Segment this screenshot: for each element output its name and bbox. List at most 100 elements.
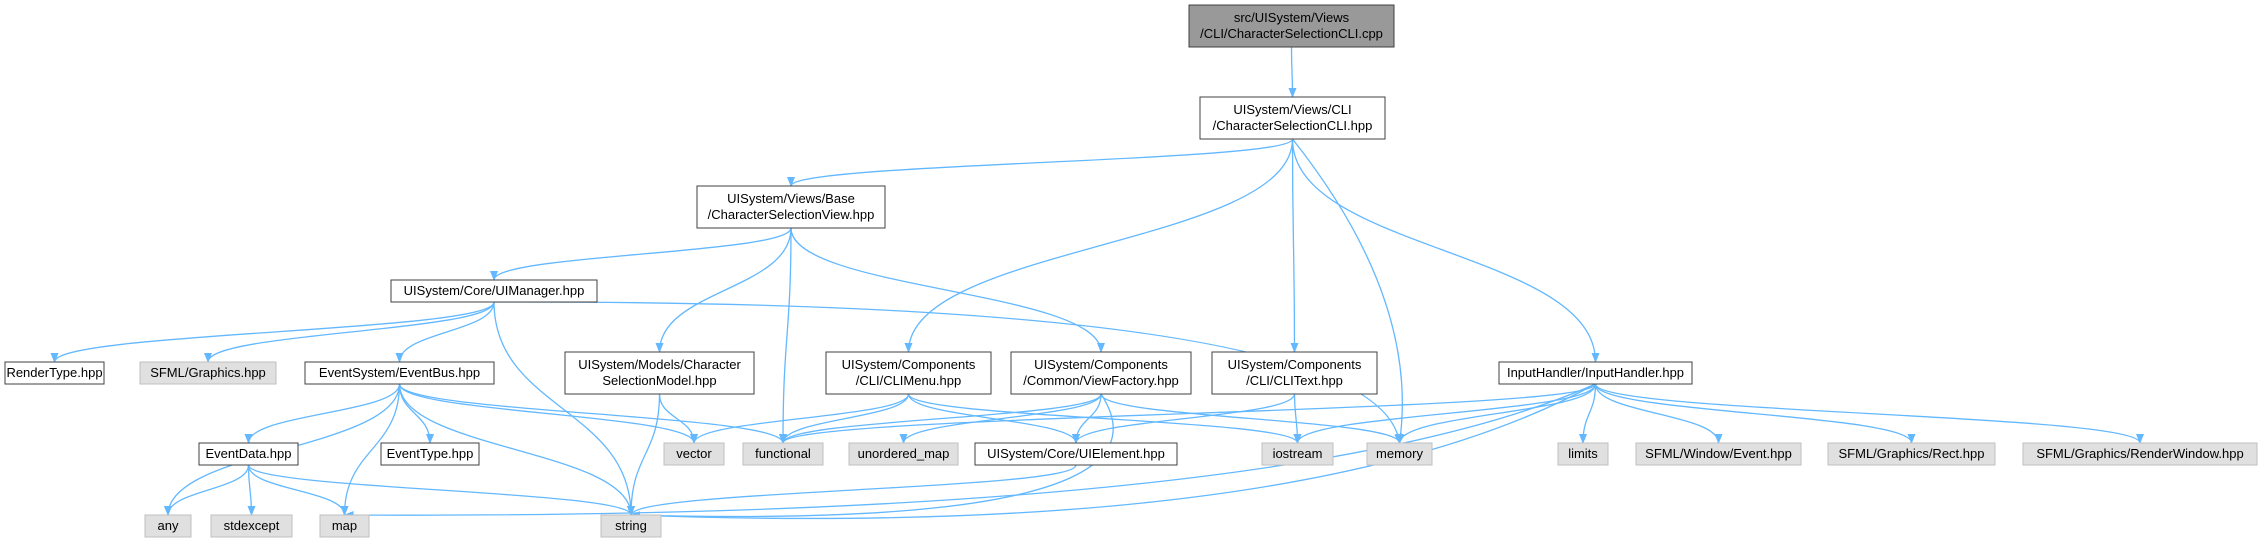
edge-line [490,227,792,281]
edge-line [204,301,495,363]
edge-line [907,393,1302,444]
node-csmodel[interactable]: UISystem/Models/CharacterSelectionModel.… [564,351,755,395]
node-label: stdexcept [224,518,280,533]
node-label: UISystem/Components [1228,357,1362,372]
node-label: UISystem/Views/CLI [1233,102,1351,117]
node-label: UISystem/Models/Character [578,357,741,372]
edge-line [343,383,1596,520]
node-box [742,442,824,466]
dependency-edge-climenu-to-iostream [907,393,1302,444]
edge-line [899,393,1102,444]
node-uielement[interactable]: UISystem/Core/UIElement.hpp [974,442,1178,466]
node-inputhandler[interactable]: InputHandler/InputHandler.hpp [1498,361,1693,385]
edge-line [493,301,635,516]
dependency-edge-uimanager-to-eventbus [395,301,495,363]
edge-line [904,138,1294,353]
edge-line [907,393,1080,444]
dependency-edge-csview-to-csmodel [655,227,792,353]
dependency-edge-inputhandler-to-string [630,383,1596,520]
dependency-edge-uimanager-to-memory [493,301,1403,444]
edge-line [658,393,698,444]
node-box [4,361,105,385]
node-clitext[interactable]: UISystem/Components/CLI/CLIText.hpp [1211,351,1378,395]
edge-line [1579,383,1597,444]
dependency-edge-clitext-to-uielement [1072,393,1296,444]
dependency-edge-cscli_hpp-to-climenu [904,138,1294,353]
edge-line [1100,393,1404,444]
node-box [139,361,277,385]
edge-line [779,227,792,444]
dependency-edge-root-to-cscli_hpp [1288,46,1297,98]
edge-line [395,301,495,363]
edge-line [1291,138,1600,363]
node-functional: functional [742,442,824,466]
node-box [319,514,370,538]
edge-line [1395,383,1597,444]
dependency-edge-viewfactory-to-functional [779,393,1102,444]
edge-line [247,464,256,516]
edge-line [244,383,401,444]
dependency-edge-eventbus-to-eventdata [244,383,401,444]
node-box [1211,351,1378,395]
edge-line [247,464,349,516]
edge-line [1594,383,1916,444]
dependency-edge-uielement-to-string [627,464,1077,516]
edge-line [790,227,1105,353]
dependency-edge-inputhandler-to-map [343,383,1596,520]
node-box [663,442,725,466]
node-cscli_hpp[interactable]: UISystem/Views/CLI/CharacterSelectionCLI… [1199,96,1386,140]
edge-line [398,383,635,516]
dependency-edge-eventbus-to-string [398,383,635,516]
node-label: UISystem/Components [1034,357,1168,372]
node-box [1010,351,1192,395]
nodes-layer: src/UISystem/Views/CLI/CharacterSelectio… [4,4,2258,538]
node-map: map [319,514,370,538]
edge-line [247,464,635,516]
node-eventtype[interactable]: EventType.hpp [380,442,480,466]
node-label: RenderType.hpp [6,365,102,380]
dependency-edge-inputhandler-to-functional [779,383,1597,444]
node-iostream: iostream [1261,442,1334,466]
node-memory: memory [1366,442,1433,466]
dependency-edge-eventbus-to-functional [398,383,787,444]
node-root[interactable]: src/UISystem/Views/CLI/CharacterSelectio… [1188,4,1395,48]
edge-line [164,464,250,516]
dependency-edge-uimanager-to-string [493,301,635,516]
node-csview[interactable]: UISystem/Views/Base/CharacterSelectionVi… [696,185,886,229]
node-label: /CLI/CharacterSelectionCLI.cpp [1200,26,1383,41]
dependency-edge-inputhandler-to-sfml_event [1594,383,1723,444]
node-eventdata[interactable]: EventData.hpp [198,442,299,466]
node-eventbus[interactable]: EventSystem/EventBus.hpp [304,361,495,385]
node-stdexcept: stdexcept [210,514,293,538]
node-box [390,279,598,303]
edge-line [1291,138,1405,444]
edges-layer [50,46,2144,520]
dependency-edge-cscli_hpp-to-clitext [1290,138,1299,353]
node-uimanager[interactable]: UISystem/Core/UIManager.hpp [390,279,598,303]
edge-line [779,393,910,444]
node-sfml_graphics: SFML/Graphics.hpp [139,361,277,385]
edge-line [340,383,401,516]
dependency-edge-cscli_hpp-to-memory [1291,138,1405,444]
node-rendertype[interactable]: RenderType.hpp [4,361,105,385]
node-climenu[interactable]: UISystem/Components/CLI/CLIMenu.hpp [825,351,992,395]
node-any: any [144,514,192,538]
dependency-edge-inputhandler-to-sfml_rect [1594,383,1916,444]
node-box [600,514,662,538]
dependency-edge-eventbus-to-vector [398,383,698,444]
dependency-edge-uimanager-to-sfml_graphics [204,301,495,363]
dependency-edge-inputhandler-to-sfml_rw [1594,383,2144,444]
node-label: /Common/ViewFactory.hpp [1023,373,1179,388]
edge-line [630,383,1596,520]
edge-line [1288,46,1297,98]
node-viewfactory[interactable]: UISystem/Components/Common/ViewFactory.h… [1010,351,1192,395]
dependency-edge-viewfactory-to-unordered_map [899,393,1102,444]
node-label: EventSystem/EventBus.hpp [319,365,480,380]
dependency-edge-eventdata-to-stdexcept [247,464,256,516]
dependency-edge-eventdata-to-map [247,464,349,516]
dependency-edge-eventdata-to-string [247,464,635,516]
node-string: string [600,514,662,538]
node-label: /CLI/CLIText.hpp [1246,373,1343,388]
edge-line [787,138,1294,187]
